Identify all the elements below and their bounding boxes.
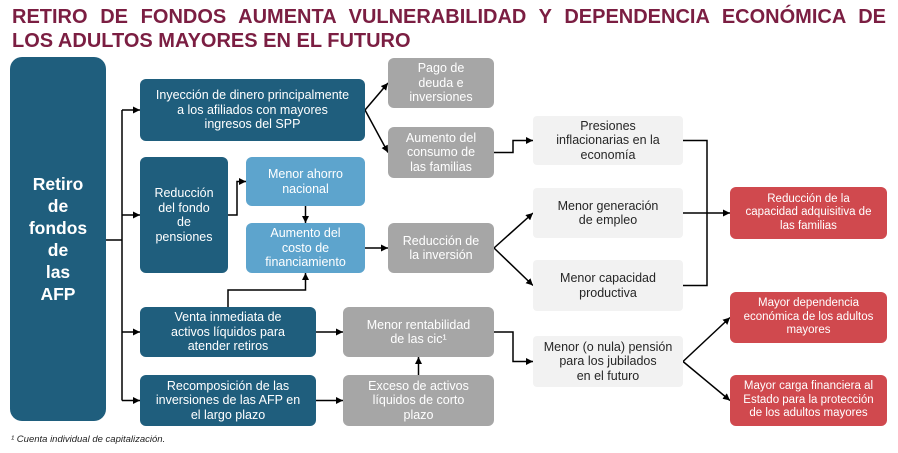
arrow-lower-return-to-lower-pension bbox=[494, 331, 533, 365]
node-venta-activos-liquidos: Venta inmediata de activos líquidos para… bbox=[140, 307, 316, 357]
node-label: Presiones inflacionarias en la economía bbox=[556, 118, 660, 162]
node-label: Mayor dependencia económica de los adult… bbox=[743, 297, 874, 337]
connector-capacity-to-merge bbox=[683, 213, 708, 287]
node-label: Reducción de la inversión bbox=[402, 233, 480, 263]
node-label: Reducción de la capacidad adquisitiva de… bbox=[745, 192, 872, 232]
node-menor-capacidad-productiva: Menor capacidad productiva bbox=[533, 260, 683, 311]
node-label: Exceso de activos líquidos de corto plaz… bbox=[368, 378, 469, 422]
node-label: Menor (o nula) pensión para los jubilado… bbox=[543, 339, 673, 383]
node-label: Mayor carga financiera al Estado para la… bbox=[743, 380, 874, 420]
page-title-line-2: LOS ADULTOS MAYORES EN EL FUTURO bbox=[12, 30, 411, 52]
node-menor-generacion-de-empleo: Menor generación de empleo bbox=[533, 188, 683, 238]
arrow-consumption-to-inflation bbox=[494, 137, 533, 154]
node-mayor-dependencia-economica: Mayor dependencia económica de los adult… bbox=[730, 292, 887, 343]
node-presiones-inflacionarias: Presiones inflacionarias en la economía bbox=[533, 116, 683, 165]
node-menor-pension: Menor (o nula) pensión para los jubilado… bbox=[533, 336, 683, 387]
node-label: Aumento del consumo de las familias bbox=[405, 130, 477, 174]
node-label: Inyección de dinero principalmente a los… bbox=[155, 88, 350, 132]
node-label: Recomposición de las inversiones de las … bbox=[155, 378, 301, 422]
node-pago-de-deuda: Pago de deuda e inversiones bbox=[388, 58, 494, 108]
node-label: Menor rentabilidad de las cic¹ bbox=[366, 317, 471, 347]
node-retiro-de-fondos: Retiro de fondos de las AFP bbox=[10, 57, 106, 421]
node-label: Retiro de fondos de las AFP bbox=[28, 174, 88, 304]
node-menor-rentabilidad: Menor rentabilidad de las cic¹ bbox=[343, 307, 494, 357]
node-label: Reducción del fondo de pensiones bbox=[154, 186, 214, 244]
node-aumento-del-consumo: Aumento del consumo de las familias bbox=[388, 127, 494, 178]
arrow-lower-investment-to-capacity bbox=[493, 247, 534, 287]
node-inyeccion-de-dinero: Inyección de dinero principalmente a los… bbox=[140, 79, 365, 141]
node-exceso-activos-liquidos: Exceso de activos líquidos de corto plaz… bbox=[343, 375, 494, 426]
node-reduccion-capacidad-adquisitiva: Reducción de la capacidad adquisitiva de… bbox=[730, 187, 887, 239]
node-label: Menor ahorro nacional bbox=[267, 167, 344, 196]
connector-inflation-to-merge bbox=[683, 139, 708, 213]
node-label: Menor capacidad productiva bbox=[560, 271, 656, 300]
node-label: Pago de deuda e inversiones bbox=[409, 61, 473, 105]
arrow-injection-to-consumption bbox=[364, 109, 389, 153]
arrow-lower-pension-to-elder-dependency bbox=[682, 316, 731, 363]
arrow-lower-investment-to-employment bbox=[493, 212, 534, 249]
node-reduccion-de-la-inversion: Reducción de la inversión bbox=[388, 223, 494, 273]
node-menor-ahorro-nacional: Menor ahorro nacional bbox=[246, 157, 365, 206]
arrow-asset-sale-to-financing-cost bbox=[227, 273, 309, 307]
node-reduccion-del-fondo: Reducción del fondo de pensiones bbox=[140, 157, 228, 273]
node-mayor-carga-financiera: Mayor carga financiera al Estado para la… bbox=[730, 375, 887, 426]
arrow-fund-reduction-to-lower-saving bbox=[228, 178, 246, 216]
node-recomposicion-inversiones: Recomposición de las inversiones de las … bbox=[140, 375, 316, 426]
node-label: Aumento del costo de financiamiento bbox=[265, 226, 346, 270]
node-label: Menor generación de empleo bbox=[557, 198, 659, 228]
arrow-injection-to-debt-payment bbox=[364, 82, 389, 111]
page-title-line-1: RETIRO DE FONDOS AUMENTA VULNERABILIDAD … bbox=[12, 6, 886, 28]
node-aumento-costo-financiamiento: Aumento del costo de financiamiento bbox=[246, 223, 365, 273]
footnote: ¹ Cuenta individual de capitalización. bbox=[11, 434, 166, 445]
node-label: Venta inmediata de activos líquidos para… bbox=[171, 310, 285, 354]
arrow-lower-pension-to-state-burden bbox=[682, 360, 731, 402]
